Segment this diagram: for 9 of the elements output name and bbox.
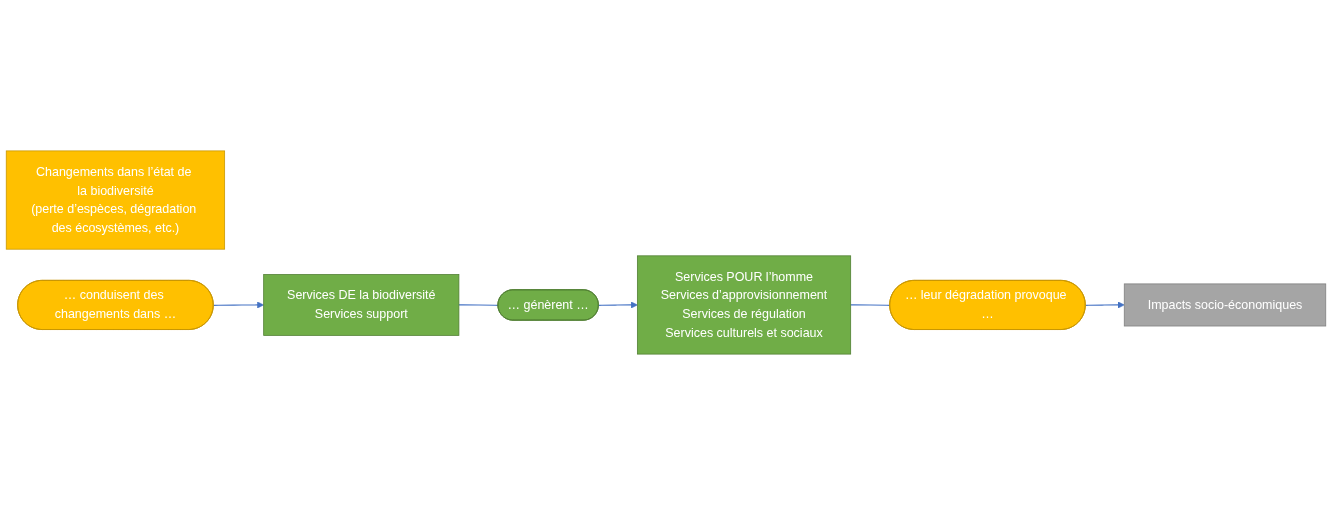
node-box: Services DE la biodiversité Services support [263, 274, 460, 336]
connector [458, 304, 499, 306]
arrow [1085, 301, 1125, 309]
arrow [598, 301, 638, 309]
connector [850, 304, 891, 306]
node-box: Impacts socio-économiques [1123, 283, 1327, 327]
arrow [213, 301, 264, 309]
node-box: Services POUR l’homme Services d’approvisionnement Services de régulation Services culturels et sociaux [637, 255, 852, 355]
node-box: Changements dans l’état de la biodiversité (perte d’espèces, dégradation des écosystèmes, etc.) [5, 150, 226, 250]
